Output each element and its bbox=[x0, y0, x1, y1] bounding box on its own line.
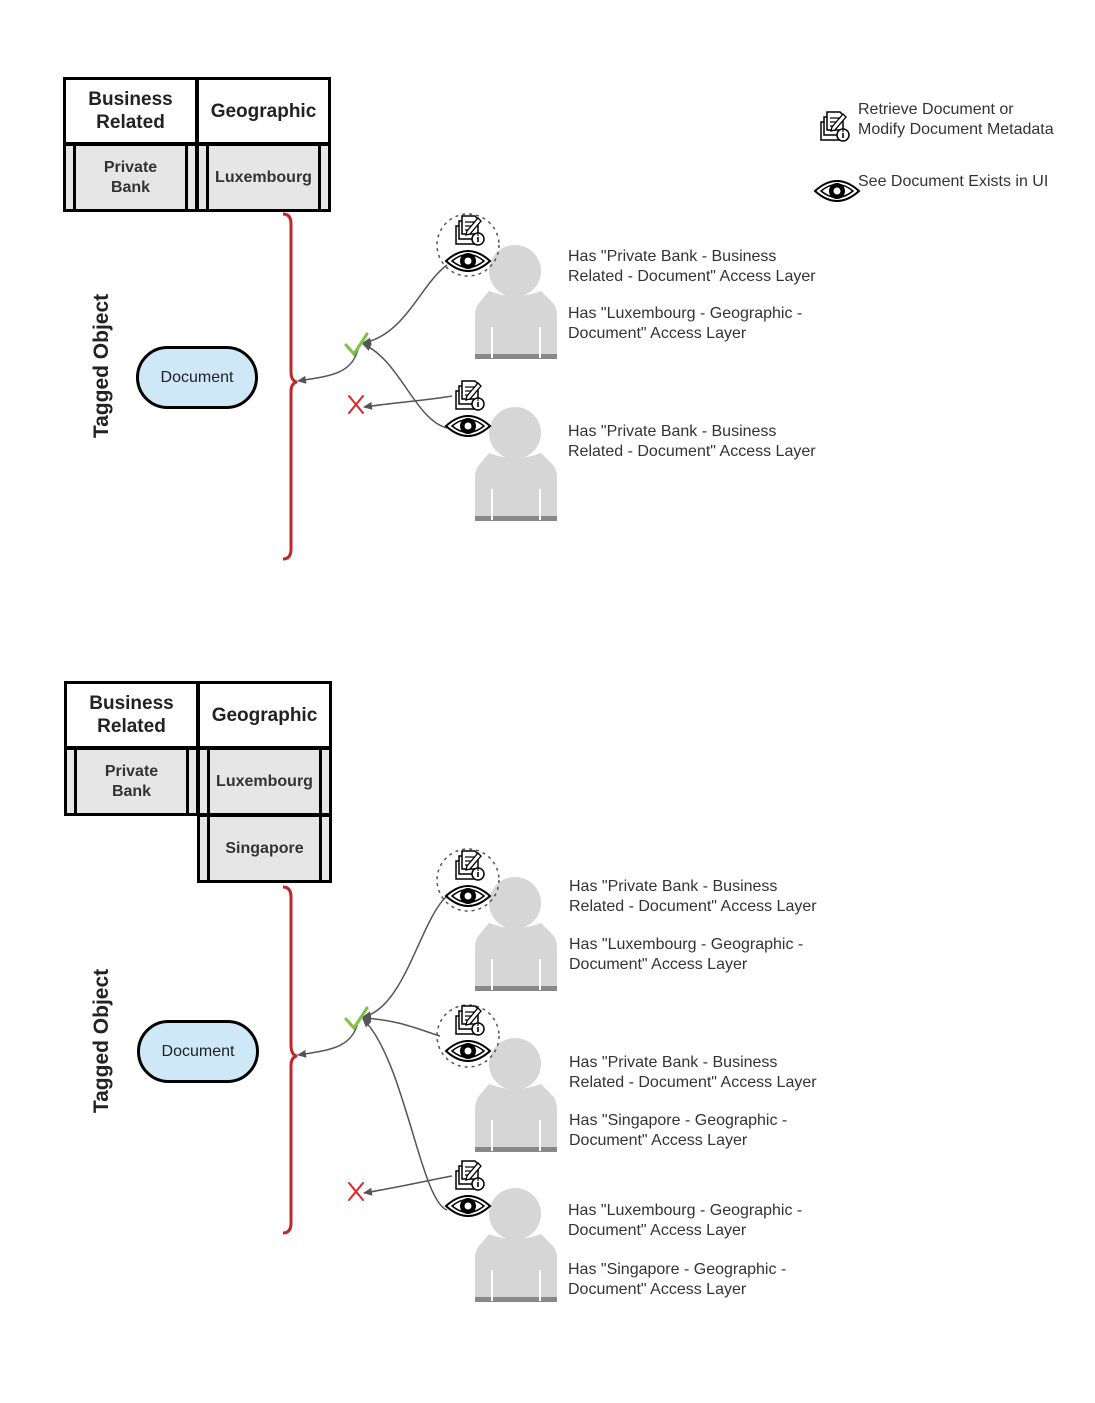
tagged-object-label: Tagged Object bbox=[90, 968, 113, 1114]
legend-eye-icon bbox=[814, 180, 860, 202]
brace-2 bbox=[282, 885, 298, 1235]
legend-retrieve-icon bbox=[820, 111, 850, 142]
check-mark-icon bbox=[344, 1006, 369, 1031]
tag-singapore-label: Singapore bbox=[225, 839, 304, 857]
tag-private-bank-label: Private Bank bbox=[103, 158, 158, 196]
connector-allowed-to-brace-2 bbox=[297, 1021, 359, 1058]
tag-luxembourg-label: Luxembourg bbox=[216, 772, 313, 790]
tagged-object-label: Tagged Object bbox=[90, 293, 113, 439]
connector-user2-allowed-1 bbox=[362, 343, 448, 429]
connector-user2-denied-1 bbox=[363, 395, 453, 410]
retrieve-icon bbox=[455, 215, 485, 246]
user-2-access-1: Has "Private Bank - Business Related - D… bbox=[568, 423, 816, 460]
user-3-access-1: Has "Luxembourg - Geographic - Document"… bbox=[568, 1202, 803, 1239]
business-related-header: Business Related bbox=[64, 681, 199, 749]
tag-luxembourg: Luxembourg bbox=[197, 747, 332, 816]
eye-icon bbox=[445, 1195, 491, 1217]
eye-icon bbox=[445, 415, 491, 437]
document-node: Document bbox=[136, 346, 258, 409]
user-avatar bbox=[475, 1038, 557, 1152]
connector-allowed-to-brace-1 bbox=[297, 348, 359, 384]
retrieve-icon bbox=[455, 1160, 485, 1191]
connector-user3-denied-2 bbox=[363, 1175, 453, 1196]
retrieve-icon bbox=[455, 380, 485, 411]
access-ring bbox=[436, 213, 500, 277]
tag-private-bank: Private Bank bbox=[64, 747, 199, 816]
document-node: Document bbox=[137, 1020, 259, 1083]
legend-retrieve-label: Retrieve Document or Modify Document Met… bbox=[858, 101, 1054, 138]
user-1-access-1: Has "Private Bank - Business Related - D… bbox=[569, 878, 817, 915]
tag-private-bank-label: Private Bank bbox=[104, 762, 159, 800]
user-1-access-1: Has "Private Bank - Business Related - D… bbox=[568, 248, 816, 285]
geographic-header: Geographic bbox=[196, 77, 331, 145]
user-2-access-1: Has "Private Bank - Business Related - D… bbox=[569, 1054, 817, 1091]
connector-user1-allowed-1 bbox=[362, 264, 448, 346]
geographic-header: Geographic bbox=[197, 681, 332, 749]
tag-luxembourg: Luxembourg bbox=[196, 143, 331, 212]
tag-private-bank: Private Bank bbox=[63, 143, 198, 212]
user-3-access-2: Has "Singapore - Geographic - Document" … bbox=[568, 1261, 787, 1298]
legend-see-label: See Document Exists in UI bbox=[858, 173, 1049, 190]
user-2-access-2: Has "Singapore - Geographic - Document" … bbox=[569, 1112, 788, 1149]
eye-icon bbox=[445, 1040, 491, 1062]
eye-icon bbox=[445, 250, 491, 272]
check-mark-icon bbox=[344, 332, 369, 357]
business-related-header: Business Related bbox=[63, 77, 198, 145]
retrieve-icon bbox=[455, 1005, 485, 1036]
brace-1 bbox=[282, 212, 298, 561]
connector-user3-allowed-2 bbox=[362, 1018, 448, 1211]
tag-luxembourg-label: Luxembourg bbox=[215, 168, 312, 186]
user-1-access-2: Has "Luxembourg - Geographic - Document"… bbox=[568, 305, 803, 342]
tag-singapore: Singapore bbox=[197, 814, 332, 883]
user-1-access-2: Has "Luxembourg - Geographic - Document"… bbox=[569, 936, 804, 973]
cross-mark-icon bbox=[348, 395, 364, 414]
connector-user2-allowed-2 bbox=[362, 1014, 441, 1037]
access-ring bbox=[436, 1004, 500, 1068]
cross-mark-icon bbox=[348, 1182, 364, 1201]
retrieve-icon bbox=[455, 850, 485, 881]
connector-user1-allowed-2 bbox=[362, 895, 448, 1020]
eye-icon bbox=[445, 885, 491, 907]
access-ring bbox=[436, 848, 500, 912]
